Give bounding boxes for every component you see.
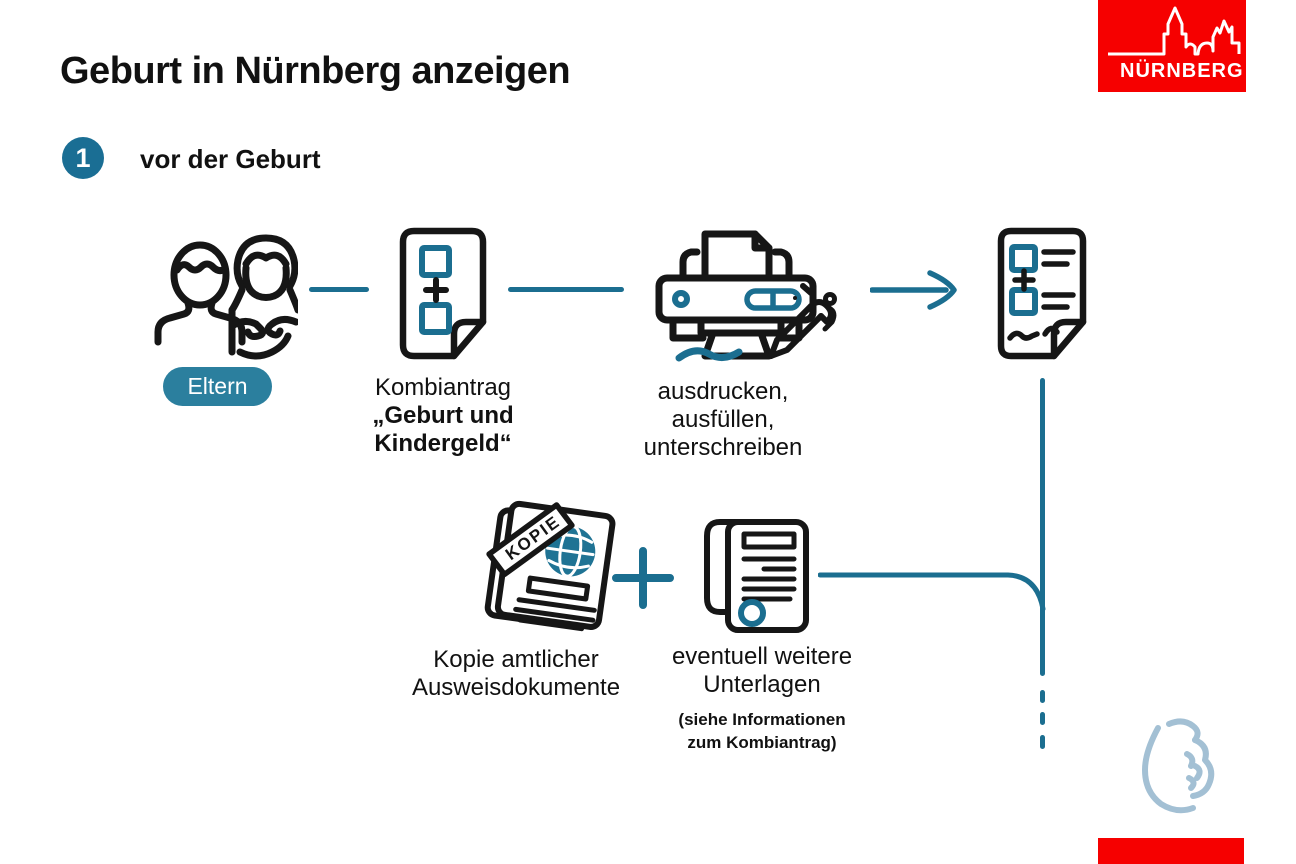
unterlagen-note-line1: (siehe Informationen bbox=[678, 710, 846, 729]
unterlagen-caption-line2: Unterlagen bbox=[703, 671, 821, 698]
print-caption-line3: unterschreiben bbox=[643, 434, 803, 461]
kombiantrag-caption: Kombiantrag „Geburt und Kindergeld“ bbox=[333, 374, 553, 458]
connector-line-2 bbox=[508, 287, 624, 292]
logo-city-name: NÜRNBERG bbox=[1120, 60, 1244, 82]
connector-line-1 bbox=[309, 287, 369, 292]
kopie-caption-line2: Ausweisdokumente bbox=[411, 674, 621, 701]
kombiantrag-document-icon bbox=[388, 226, 498, 367]
step-number-badge: 1 bbox=[62, 137, 104, 179]
arrow-right-icon bbox=[869, 269, 965, 316]
unterlagen-note-line2: zum Kombiantrag) bbox=[687, 733, 837, 752]
castle-skyline-icon bbox=[1108, 6, 1241, 56]
kopie-caption-line1: Kopie amtlicher bbox=[433, 646, 599, 673]
connector-vertical-line bbox=[1040, 378, 1045, 676]
id-copy-icon: KOPIE bbox=[460, 500, 632, 639]
nuernberg-logo: NÜRNBERG bbox=[1098, 0, 1246, 92]
step-label: vor der Geburt bbox=[140, 144, 321, 174]
additional-documents-icon bbox=[698, 514, 816, 641]
print-caption-line1: ausdrucken, bbox=[657, 378, 789, 405]
connector-dash-1 bbox=[1040, 690, 1045, 703]
plus-icon bbox=[612, 547, 674, 614]
connector-curve bbox=[817, 557, 1050, 624]
red-footer-bar bbox=[1098, 838, 1244, 864]
kombiantrag-caption-line2: „Geburt und bbox=[372, 402, 514, 429]
eltern-badge: Eltern bbox=[163, 367, 272, 406]
connector-dash-3 bbox=[1040, 735, 1045, 749]
pregnant-belly-icon bbox=[1125, 718, 1225, 828]
kopie-caption: Kopie amtlicher Ausweisdokumente bbox=[395, 646, 637, 702]
step-number: 1 bbox=[75, 142, 91, 173]
page-title: Geburt in Nürnberg anzeigen bbox=[60, 50, 571, 92]
unterlagen-note: (siehe Informationen zum Kombiantrag) bbox=[642, 708, 882, 754]
unterlagen-caption-line1: eventuell weitere bbox=[671, 643, 853, 670]
printer-pen-icon bbox=[643, 222, 853, 372]
eltern-label: Eltern bbox=[187, 373, 248, 399]
kombiantrag-caption-line3: Kindergeld“ bbox=[374, 430, 512, 457]
parents-icon bbox=[148, 230, 302, 365]
filled-form-icon bbox=[986, 226, 1098, 367]
unterlagen-caption: eventuell weitere Unterlagen bbox=[642, 643, 882, 699]
connector-dash-2 bbox=[1040, 712, 1045, 725]
print-caption-line2: ausfüllen, bbox=[671, 406, 775, 433]
kombiantrag-caption-line1: Kombiantrag bbox=[374, 374, 512, 401]
print-caption: ausdrucken, ausfüllen, unterschreiben bbox=[613, 378, 833, 462]
